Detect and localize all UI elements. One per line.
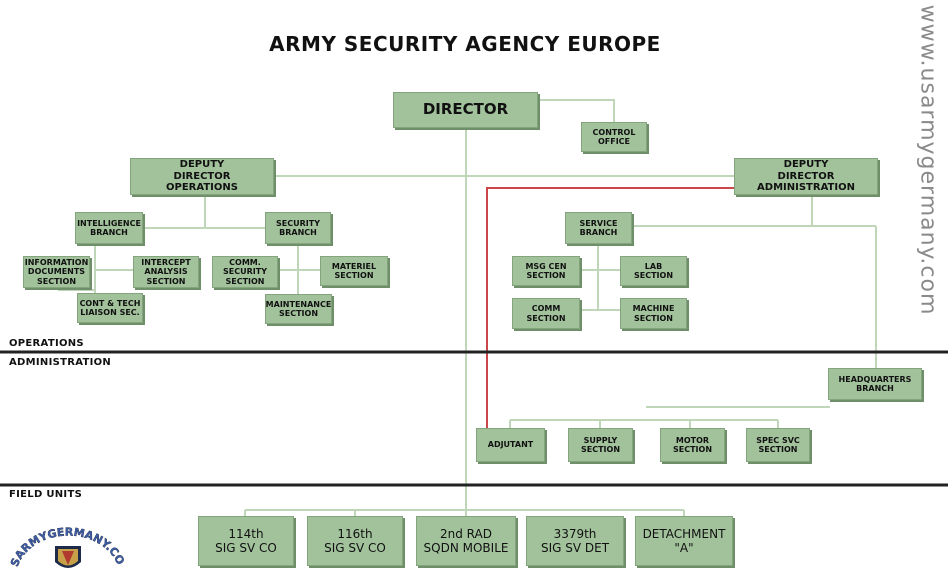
machine-section-box: MACHINE SECTION <box>620 298 687 329</box>
supply-section-box: SUPPLY SECTION <box>568 428 633 462</box>
field-unit-2nd-rad: 2nd RAD SQDN MOBILE <box>416 516 516 566</box>
adjutant-connector <box>486 187 734 428</box>
control-office-box: CONTROL OFFICE <box>581 122 647 152</box>
deputy-director-administration-box: DEPUTY DIRECTOR ADMINISTRATION <box>734 158 878 195</box>
field-unit-3379th: 3379th SIG SV DET <box>526 516 624 566</box>
deputy-director-operations-box: DEPUTY DIRECTOR OPERATIONS <box>130 158 274 195</box>
adjutant-box: ADJUTANT <box>476 428 545 462</box>
maintenance-section-box: MAINTENANCE SECTION <box>265 294 332 324</box>
intelligence-branch-box: INTELLIGENCE BRANCH <box>75 212 143 244</box>
comm-section-box: COMM SECTION <box>512 298 580 329</box>
watermark-url: www.usarmygermany.com <box>915 4 941 316</box>
lab-section-box: LAB SECTION <box>620 256 687 286</box>
security-branch-box: SECURITY BRANCH <box>265 212 331 244</box>
director-box: DIRECTOR <box>393 92 538 128</box>
cont-tech-liaison-box: CONT & TECH LIAISON SEC. <box>77 293 143 323</box>
field-unit-116th: 116th SIG SV CO <box>307 516 403 566</box>
field-units-label: FIELD UNITS <box>9 489 83 500</box>
chart-title: ARMY SECURITY AGENCY EUROPE <box>269 32 661 56</box>
administration-label: ADMINISTRATION <box>9 357 112 368</box>
information-documents-section-box: INFORMATION DOCUMENTS SECTION <box>23 256 90 288</box>
service-branch-box: SERVICE BRANCH <box>565 212 632 244</box>
headquarters-branch-box: HEADQUARTERS BRANCH <box>828 368 922 400</box>
field-unit-detachment-a: DETACHMENT "A" <box>635 516 733 566</box>
shield-icon <box>55 546 81 568</box>
usarmygermany-logo: USARMYGERMANY.COM <box>8 510 127 569</box>
field-unit-114th: 114th SIG SV CO <box>198 516 294 566</box>
materiel-section-box: MATERIEL SECTION <box>320 256 388 286</box>
spec-svc-section-box: SPEC SVC SECTION <box>746 428 810 462</box>
operations-label: OPERATIONS <box>9 338 84 349</box>
comm-security-section-box: COMM. SECURITY SECTION <box>212 256 278 288</box>
motor-section-box: MOTOR SECTION <box>660 428 725 462</box>
msg-cen-section-box: MSG CEN SECTION <box>512 256 580 286</box>
intercept-analysis-section-box: INTERCEPT ANALYSIS SECTION <box>133 256 199 288</box>
